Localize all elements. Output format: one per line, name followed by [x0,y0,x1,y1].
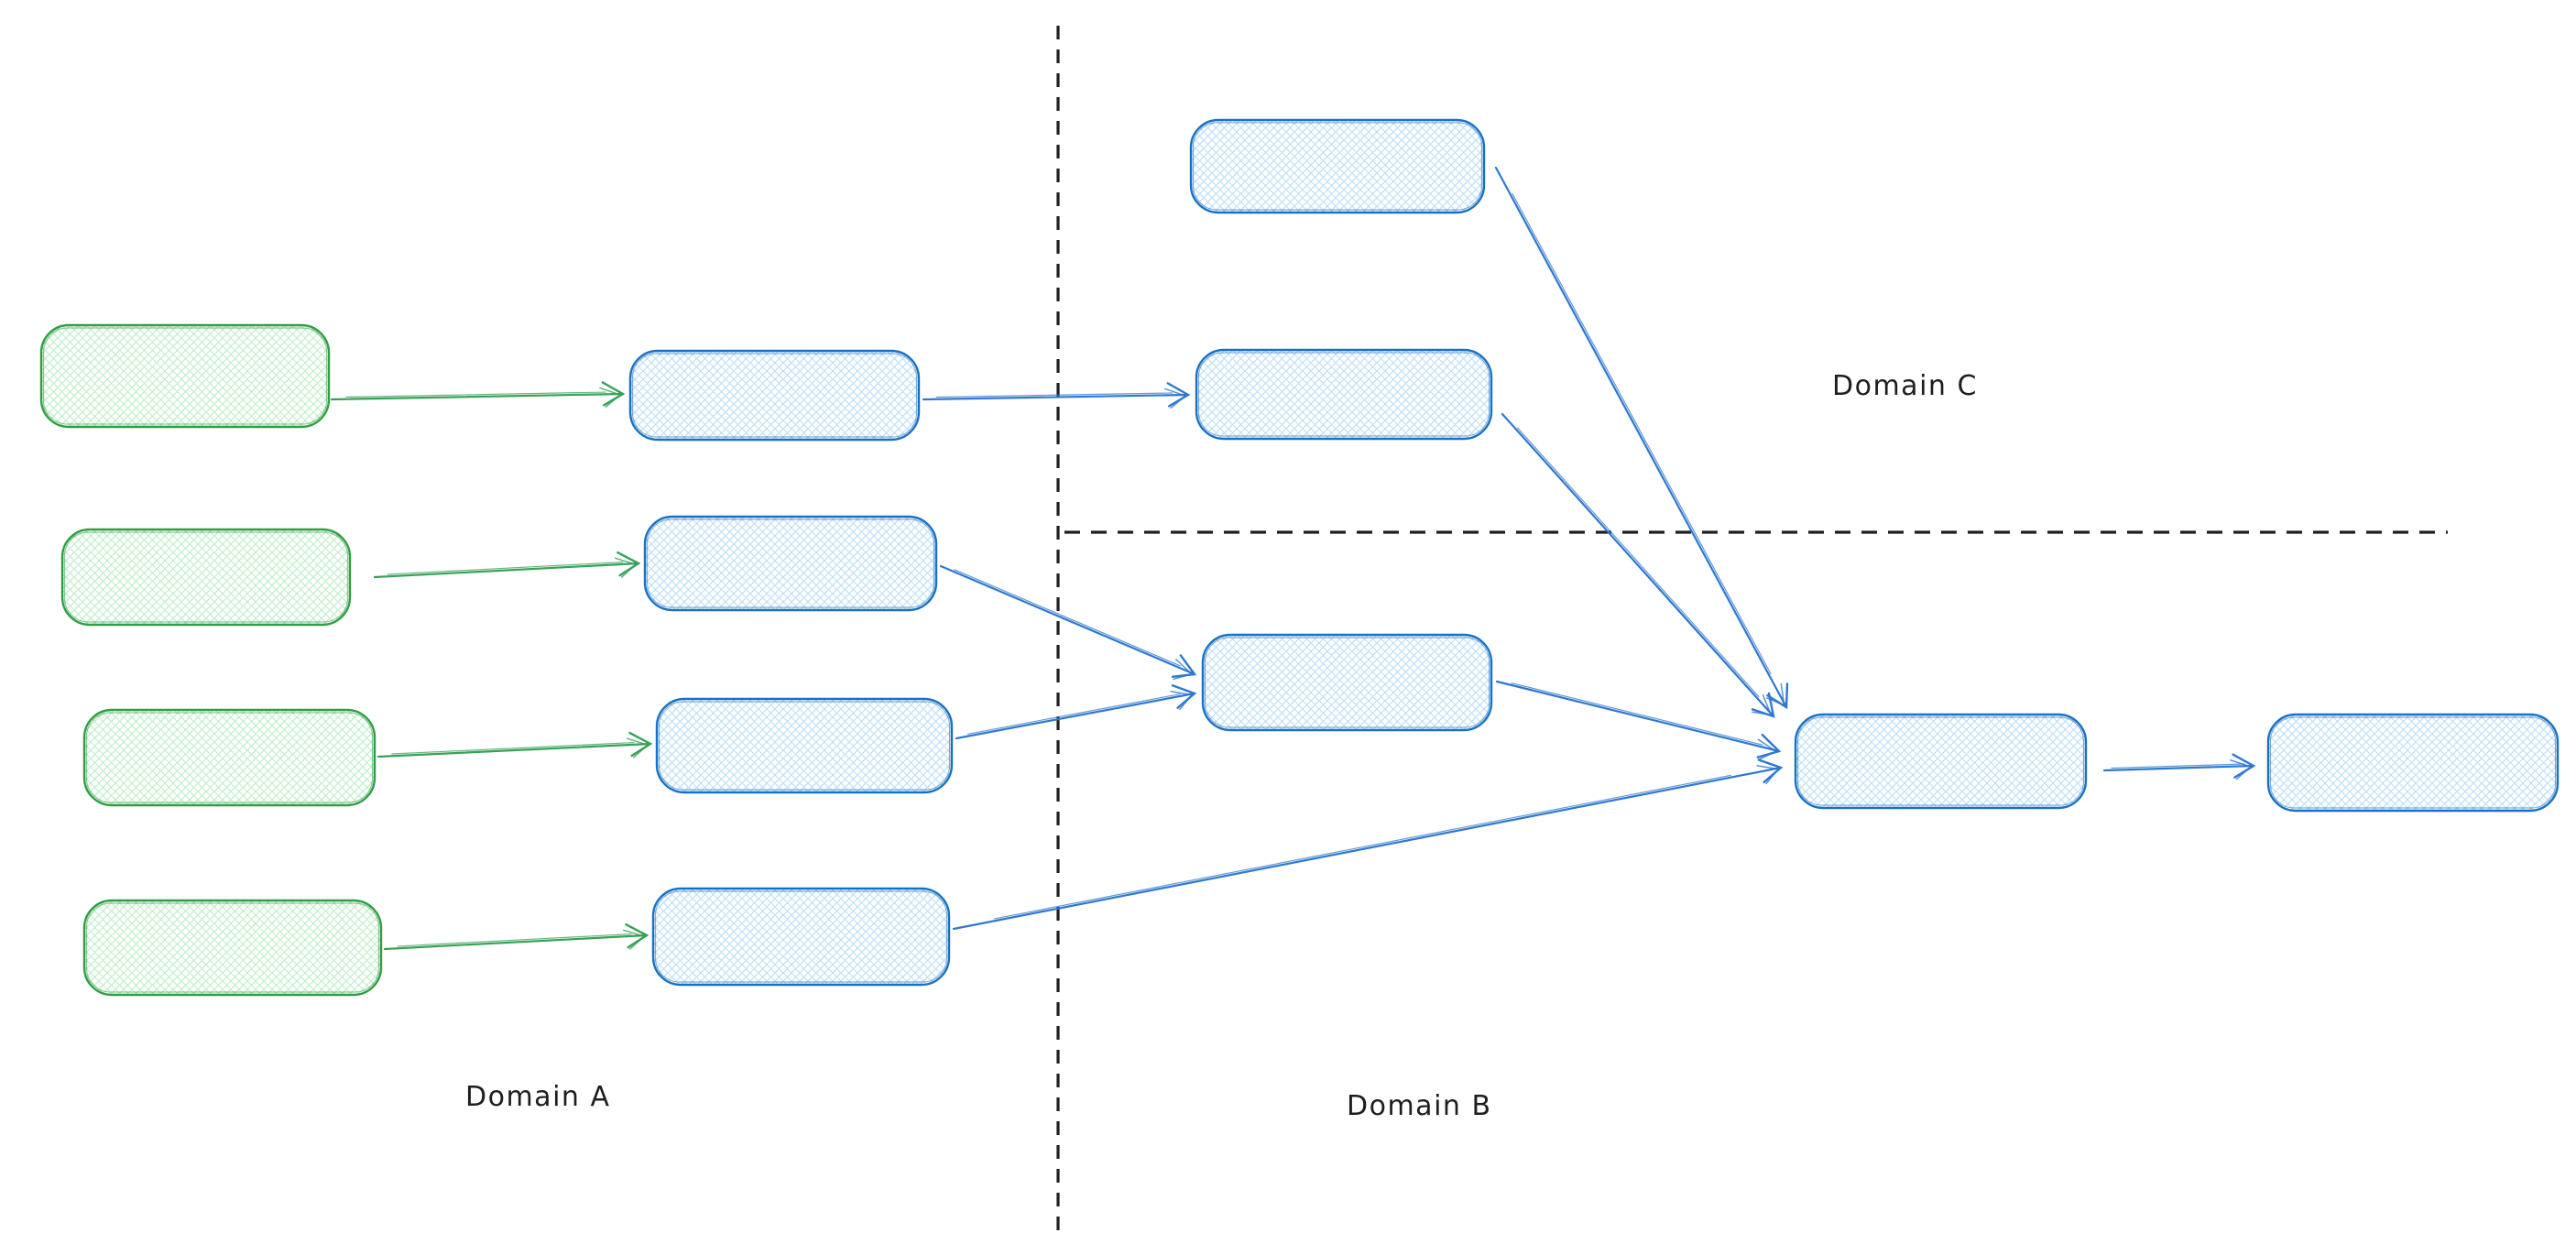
domain-b-node-1[interactable] [1201,633,1493,732]
label-domain-b: Domain B [1347,1090,1492,1122]
domain-a-source-2[interactable] [60,528,352,627]
arrow-source1-to-process1[interactable] [330,381,626,409]
domain-c-node-1[interactable] [1189,118,1486,214]
domain-a-process-2[interactable] [643,515,938,612]
domain-a-source-1[interactable] [39,323,331,429]
domain-c-node-2[interactable] [1195,348,1493,441]
label-domain-a: Domain A [465,1081,610,1113]
arrow-domainc2-to-hub[interactable] [1501,412,1775,718]
domain-a-process-4[interactable] [651,887,951,987]
domain-b-hub-node[interactable] [1794,713,2088,810]
domain-a-source-4[interactable] [82,899,383,997]
arrow-source4-to-process4[interactable] [383,922,649,951]
arrow-process1-to-domainc2[interactable] [922,382,1191,409]
arrow-source2-to-process2[interactable] [373,551,641,579]
arrow-domainc1-to-hub[interactable] [1494,166,1789,710]
arrow-domainb1-to-hub[interactable] [1495,680,1782,760]
domain-a-process-3[interactable] [655,697,954,794]
domain-b-output-node[interactable] [2266,713,2560,813]
domain-a-process-1[interactable] [628,349,921,442]
domain-a-source-3[interactable] [82,708,377,807]
arrow-process4-to-hub[interactable] [952,758,1784,931]
arrow-process3-to-domainb1[interactable] [955,684,1197,740]
arrow-hub-to-output[interactable] [2102,753,2256,780]
arrow-source3-to-process3[interactable] [377,731,653,758]
arrow-process2-to-domainb1[interactable] [939,564,1197,681]
label-domain-c: Domain C [1832,370,1978,402]
